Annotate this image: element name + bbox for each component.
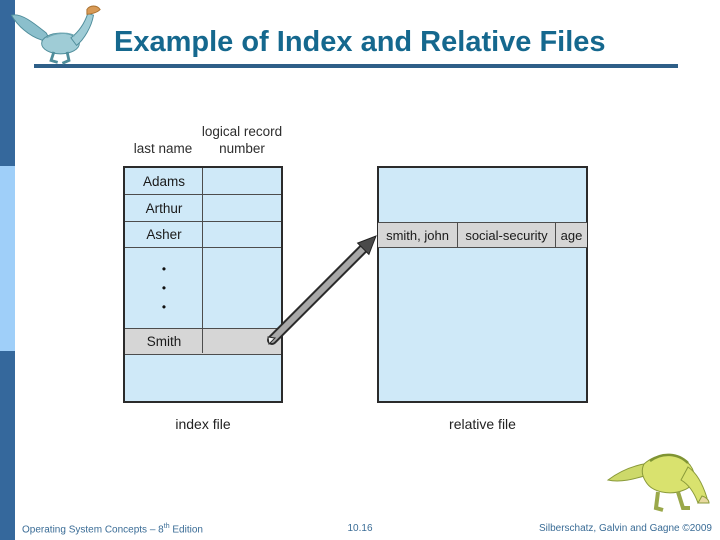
table-row: Adams (125, 168, 281, 195)
title-underline (34, 64, 678, 68)
record-cell-age: age (560, 227, 583, 243)
footer-book-sup: th (163, 523, 170, 530)
left-accent-bar-bottom (0, 351, 15, 540)
relative-file-table: smith, john social-security age (377, 166, 588, 403)
table-row: Arthur (125, 195, 281, 222)
index-file-caption: index file (175, 416, 231, 432)
page-title: Example of Index and Relative Files (114, 26, 606, 58)
record-row-highlighted: smith, john social-security age (378, 222, 587, 248)
left-accent-bar-middle (0, 166, 15, 351)
index-header-logical-record: logical record (201, 124, 283, 139)
relative-file-caption: relative file (449, 416, 516, 432)
footer-authors: Silberschatz, Galvin and Gagne ©2009 (538, 523, 712, 534)
index-header-number: number (219, 141, 265, 156)
record-cell-ssn: social-security (458, 223, 556, 247)
left-accent-bar-top (0, 0, 15, 166)
dot: • (161, 281, 167, 295)
index-file-table: Adams Arthur Asher • • • Smith (123, 166, 283, 403)
dinosaur-mascot-icon (606, 442, 718, 523)
table-row-empty (125, 355, 281, 402)
index-header-last-name: last name (133, 141, 193, 156)
footer-book-suffix: Edition (169, 524, 203, 536)
dinosaur-logo-icon (8, 2, 113, 73)
ellipsis-dots: • • • (125, 248, 203, 328)
footer-book-title: Operating System Concepts – 8th Edition (22, 523, 203, 535)
index-row-label: Asher (146, 227, 182, 242)
dot: • (161, 262, 167, 276)
table-row-ellipsis: • • • (125, 248, 281, 329)
index-column-divider (202, 168, 203, 353)
index-row-label: Adams (142, 173, 186, 189)
slide-page-number: 10.16 (347, 523, 373, 534)
table-row: Asher (125, 222, 281, 248)
record-cell-name: smith, john (378, 223, 458, 247)
index-row-label: Arthur (145, 200, 183, 216)
table-row-highlighted: Smith (125, 329, 281, 355)
dot: • (161, 300, 167, 314)
index-row-label: Smith (146, 334, 182, 349)
footer-book-prefix: Operating System Concepts – 8 (22, 524, 164, 536)
